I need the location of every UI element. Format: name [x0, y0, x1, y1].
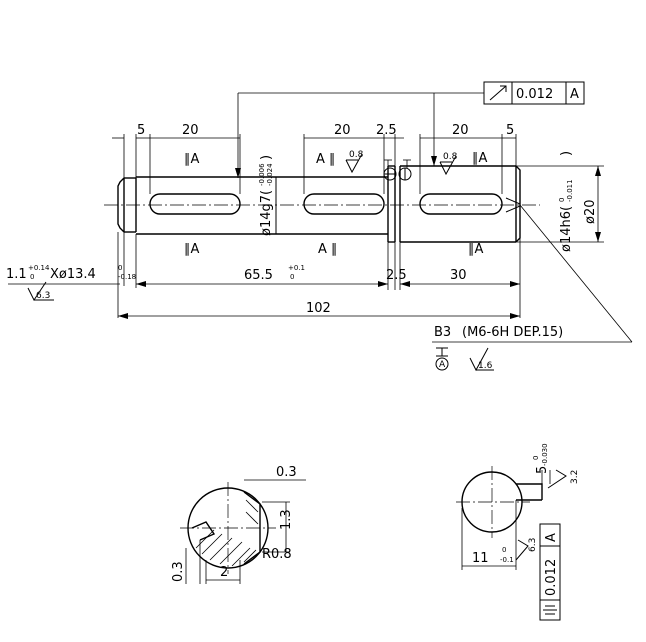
roughness-symbol-08-b [439, 155, 457, 176]
symmetry-value: 0.012 [544, 559, 559, 596]
chamfer-diameter: Xø13.4 [50, 267, 96, 282]
dia-20-dimension [516, 165, 604, 243]
svg-text:-0.011: -0.011 [566, 179, 574, 202]
roughness-32-label: 3.2 [570, 470, 580, 484]
datum-markers [383, 159, 412, 181]
svg-text:-0.024: -0.024 [266, 163, 274, 186]
parallel-datum-3: ∥A [472, 151, 488, 166]
parallel-datum-4: ∥A [184, 242, 200, 257]
shaft-outline [117, 165, 521, 243]
roughness-08-b: 0.8 [443, 152, 458, 162]
svg-text:ø14g7(: ø14g7( [259, 190, 274, 236]
svg-text:1.3: 1.3 [279, 509, 294, 530]
chamfer-dia-tol-lo: -0.18 [118, 273, 136, 281]
chamfer-tol-up: +0.14 [28, 264, 50, 272]
dim-65-5-tol-up: +0.1 [288, 264, 305, 272]
thread-code: B3 [434, 325, 451, 340]
dim-2-5-top: 2.5 [376, 123, 397, 138]
runout-tolerance-frame [235, 81, 585, 178]
section-right-11-tol-up: 0 [502, 546, 506, 554]
dim-102: 102 [306, 301, 331, 316]
roughness-symbol-63-b [515, 539, 529, 561]
svg-text:0: 0 [558, 198, 566, 202]
roughness-63-a: 6.3 [36, 291, 50, 301]
dim-2-5-bottom: 2.5 [386, 268, 407, 283]
svg-text:ø20: ø20 [583, 200, 598, 225]
section-left-0-3-left: 0.3 [171, 561, 186, 582]
svg-text:): ) [259, 155, 274, 160]
svg-text:ø14h6(: ø14h6( [559, 206, 574, 252]
parallel-datum-1: ∥A [184, 152, 200, 167]
svg-text:3.2: 3.2 [570, 470, 580, 484]
chamfer-dia-tol-up: 0 [118, 264, 122, 272]
roughness-16: 1.6 [478, 361, 493, 371]
keyway-slots [149, 193, 503, 215]
svg-text:0.012: 0.012 [544, 559, 559, 596]
dia-14h6-label: ø14h6( 0 -0.011 ) [558, 151, 574, 252]
thread-spec: (M6-6H DEP.15) [462, 325, 563, 340]
svg-text:6.3: 6.3 [528, 538, 538, 552]
section-left-1-3: 1.3 [279, 509, 294, 530]
section-right-11-tol-lo: -0.1 [500, 556, 514, 564]
dimension-lines-bottom [8, 281, 520, 319]
roughness-symbol-08-a [345, 153, 363, 174]
dim-65-5: 65.5 [244, 268, 273, 283]
runout-value: 0.012 [516, 87, 553, 102]
runout-datum: A [570, 87, 579, 102]
section-left-r0-8: R0.8 [262, 547, 292, 562]
section-right-5: 5 0 -0.030 [532, 443, 550, 474]
svg-text:5: 5 [535, 466, 550, 474]
chamfer-tol-lo: 0 [30, 273, 34, 281]
svg-text:-0.030: -0.030 [541, 443, 549, 466]
roughness-symbol-16 [469, 347, 494, 372]
roughness-08-a: 0.8 [349, 150, 364, 160]
parallel-datum-5: A ∥ [318, 242, 338, 257]
center-drill-leader [432, 204, 633, 343]
section-view-left [180, 479, 306, 584]
parallel-datum-2: A ∥ [316, 152, 336, 167]
dim-5-right: 5 [506, 123, 514, 138]
extension-lines-bottom [117, 232, 521, 318]
dia-14g7-label: ø14g7( -0.006 -0.024 ) [258, 155, 274, 236]
chamfer-length: 1.1 [6, 267, 27, 282]
dia-20-label: ø20 [583, 200, 598, 225]
dim-20-third: 20 [452, 123, 469, 138]
svg-text:A: A [544, 533, 559, 542]
datum-a-marker [435, 347, 449, 371]
roughness-symbol-32 [547, 469, 567, 489]
dim-30: 30 [450, 268, 467, 283]
svg-text:0: 0 [532, 456, 540, 460]
symmetry-datum: A [544, 533, 559, 542]
roughness-symbol-63-a [27, 281, 54, 301]
roughness-63-b-label: 6.3 [528, 538, 538, 552]
dim-20-second: 20 [334, 123, 351, 138]
svg-text:0.3: 0.3 [171, 561, 186, 582]
datum-a-letter: A [439, 360, 446, 370]
section-left-0-3-top: 0.3 [276, 465, 297, 480]
extension-lines-top [123, 134, 517, 194]
dim-65-5-tol-lo: 0 [290, 273, 294, 281]
dim-5-left: 5 [137, 123, 145, 138]
parallel-datum-6: ∥A [468, 242, 484, 257]
svg-text:-0.006: -0.006 [258, 163, 266, 186]
dim-20-first: 20 [182, 123, 199, 138]
section-view-right [456, 466, 561, 621]
section-right-11: 11 [472, 551, 489, 566]
section-left-2: 2 [220, 565, 228, 580]
svg-text:): ) [559, 151, 574, 156]
